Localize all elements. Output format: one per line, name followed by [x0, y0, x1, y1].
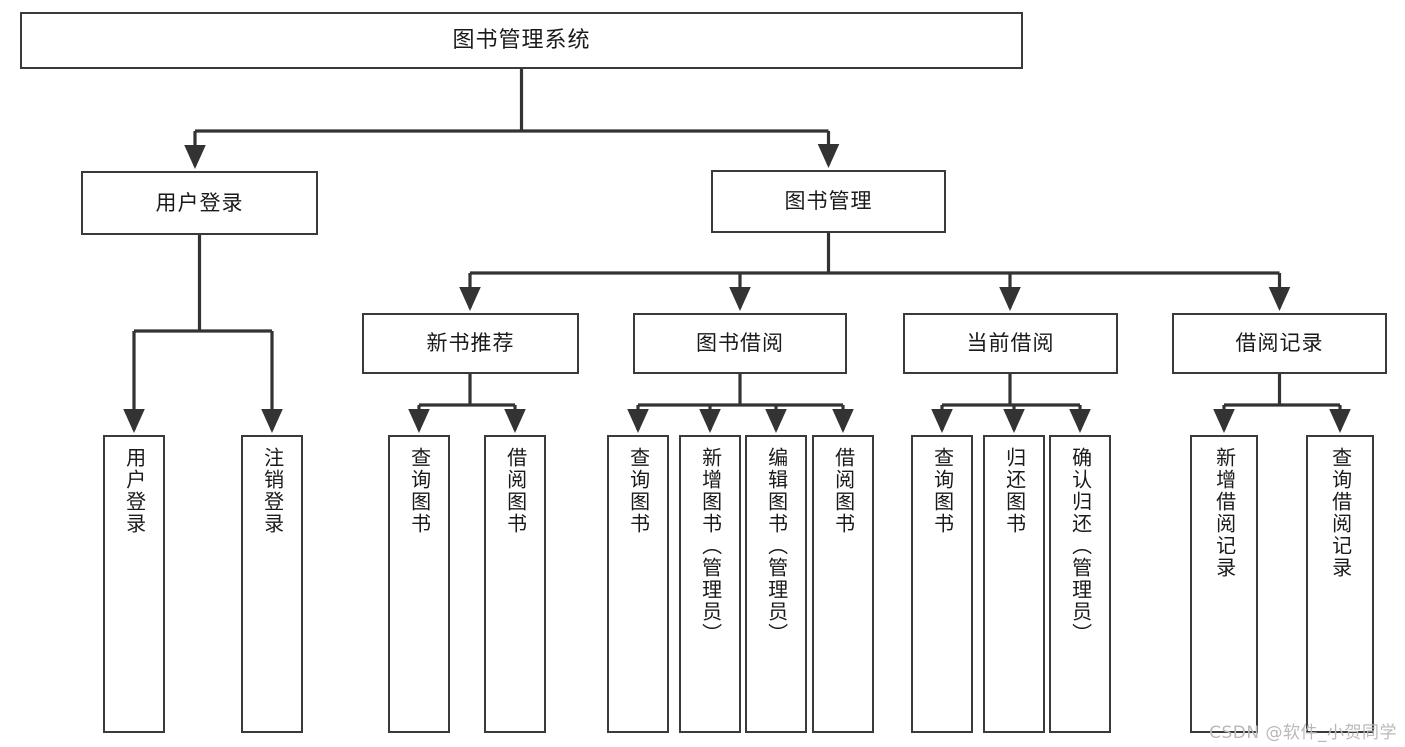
node-leaf-label: 借阅图书	[831, 447, 856, 535]
node-book-management-label: 图书管理	[784, 189, 873, 213]
node-leaf[interactable]: 借阅图书	[484, 435, 546, 733]
node-leaf[interactable]: 用户登录	[103, 435, 165, 733]
node-root-system[interactable]: 图书管理系统	[20, 12, 1023, 69]
node-leaf[interactable]: 查询借阅记录	[1306, 435, 1374, 733]
node-user-login[interactable]: 用户登录	[81, 171, 318, 235]
node-root-label: 图书管理系统	[452, 27, 591, 53]
node-leaf[interactable]: 查询图书	[388, 435, 450, 733]
node-leaf-label: 查询借阅记录	[1328, 447, 1353, 579]
node-leaf-label: 用户登录	[122, 447, 147, 535]
node-leaf[interactable]: 查询图书	[911, 435, 973, 733]
watermark-text: CSDN @软件_小贺同学	[1209, 723, 1397, 743]
node-leaf[interactable]: 借阅图书	[812, 435, 874, 733]
node-leaf[interactable]: 注销登录	[241, 435, 303, 733]
node-new-book-recommend[interactable]: 新书推荐	[362, 313, 579, 374]
node-user-login-label: 用户登录	[155, 190, 244, 215]
node-borrow-record-label: 借阅记录	[1235, 331, 1324, 355]
node-leaf-label: 借阅图书	[503, 447, 528, 535]
node-leaf-label: 确认归还（管理员）	[1068, 447, 1093, 645]
node-leaf[interactable]: 新增借阅记录	[1190, 435, 1258, 733]
node-book-borrow-label: 图书借阅	[696, 331, 784, 355]
node-leaf-label: 注销登录	[260, 447, 285, 535]
node-current-borrow[interactable]: 当前借阅	[903, 313, 1118, 374]
node-book-borrow[interactable]: 图书借阅	[633, 313, 847, 374]
node-new-book-recommend-label: 新书推荐	[426, 331, 515, 355]
node-leaf[interactable]: 查询图书	[607, 435, 669, 733]
node-leaf[interactable]: 编辑图书（管理员）	[745, 435, 807, 733]
node-leaf[interactable]: 新增图书（管理员）	[679, 435, 741, 733]
node-leaf-label: 查询图书	[626, 447, 651, 535]
node-leaf-label: 查询图书	[407, 447, 432, 535]
node-leaf[interactable]: 确认归还（管理员）	[1049, 435, 1111, 733]
node-leaf[interactable]: 归还图书	[983, 435, 1045, 733]
node-leaf-label: 编辑图书（管理员）	[764, 447, 789, 645]
node-leaf-label: 归还图书	[1002, 447, 1027, 535]
node-book-management[interactable]: 图书管理	[711, 170, 946, 233]
node-current-borrow-label: 当前借阅	[966, 331, 1055, 355]
node-leaf-label: 新增图书（管理员）	[698, 447, 723, 645]
node-borrow-record[interactable]: 借阅记录	[1172, 313, 1387, 374]
node-leaf-label: 查询图书	[930, 447, 955, 535]
node-leaf-label: 新增借阅记录	[1212, 447, 1237, 579]
